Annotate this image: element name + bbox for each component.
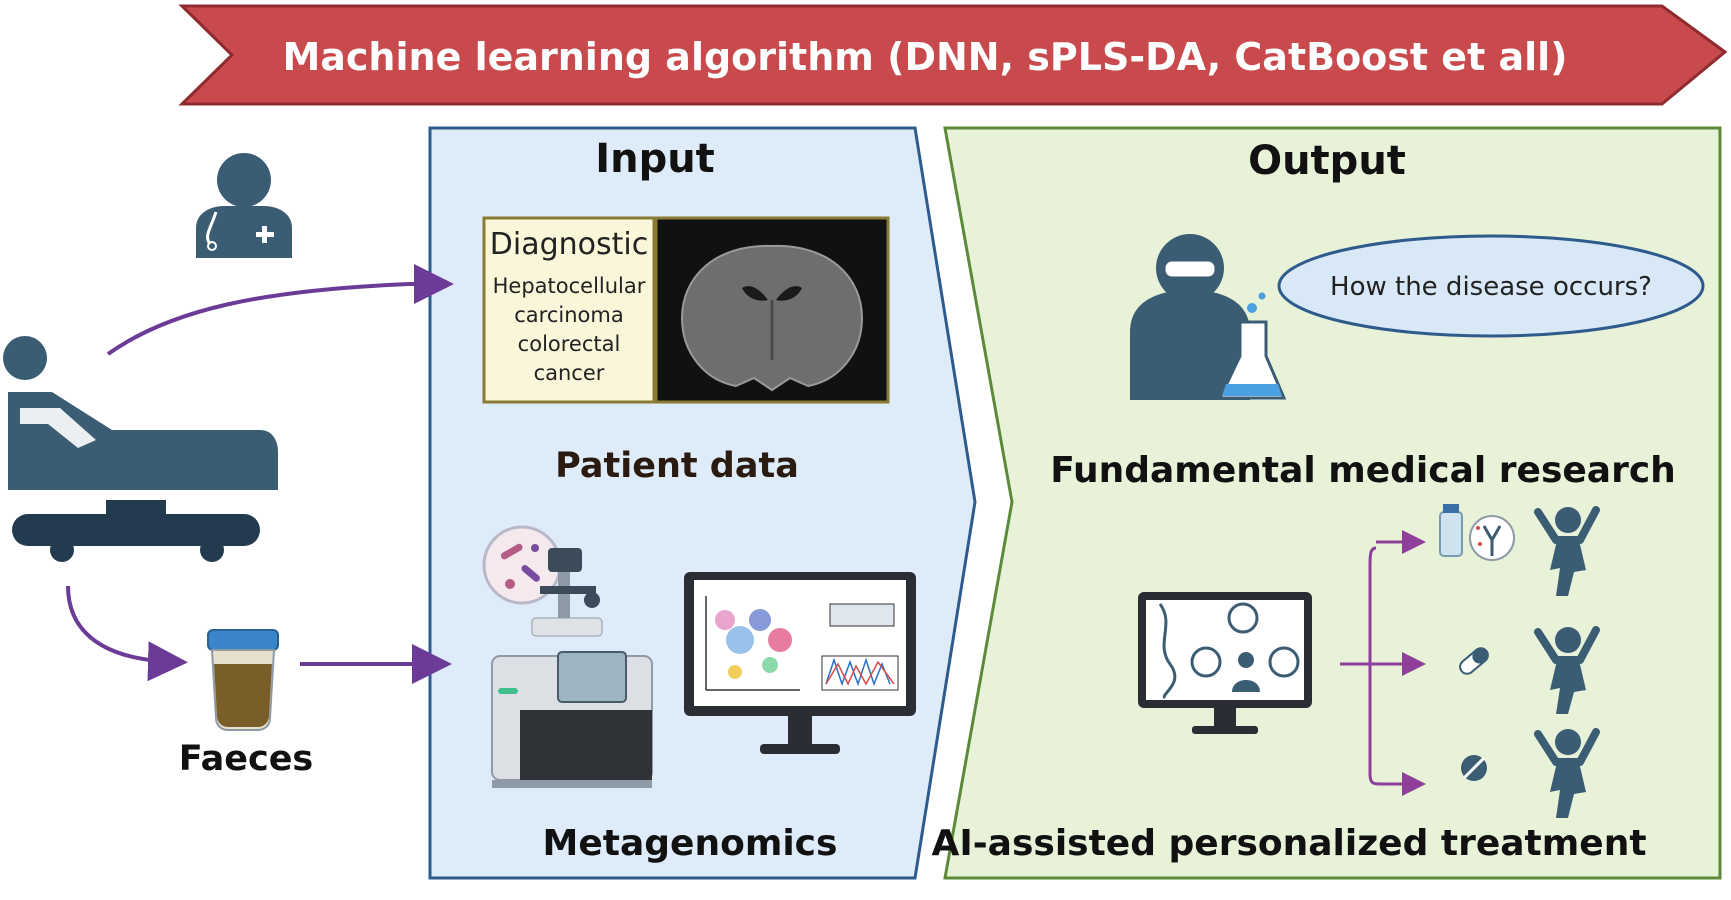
microscope-icon: [482, 525, 603, 637]
happy-person-icon: [1534, 728, 1600, 818]
banner-shape: [178, 4, 1728, 106]
tablet-pill-icon: [1461, 755, 1487, 781]
scientist-icon: [1130, 234, 1287, 400]
brain-ventricle: [776, 286, 802, 301]
banner-title: Machine learning algorithm (DNN, sPLS-DA…: [282, 35, 1567, 79]
diagnostic-title: Diagnostic: [490, 227, 648, 262]
output-panel-shape: [943, 126, 1722, 880]
ai-monitor-icon: [1138, 592, 1312, 734]
research-label: Fundamental medical research: [1050, 450, 1676, 491]
vaccine-antibody-icon: [1439, 504, 1515, 561]
doctor-to-input-arrow: [106, 264, 454, 356]
diagnostic-line: Hepatocellular: [493, 274, 646, 298]
diagnostic-line: cancer: [534, 361, 605, 385]
output-panel: Output How the disease occurs? Fundament…: [931, 126, 1722, 880]
diagnostic-line: colorectal: [518, 332, 621, 356]
patient-bed-icon: [3, 336, 278, 562]
question-text: How the disease occurs?: [1330, 272, 1652, 302]
sequencer-icon: [491, 651, 653, 788]
output-heading: Output: [1248, 138, 1406, 184]
tsne-cluster-dots: [715, 609, 792, 679]
diagnostic-card: [482, 216, 656, 404]
diagnostic-line: carcinoma: [514, 303, 623, 327]
input-panel: Input Diagnostic Hepatocellular carcinom…: [428, 126, 977, 880]
treatment-label: AI-assisted personalized treatment: [931, 823, 1646, 864]
brain-ventricle: [742, 286, 768, 301]
metagenomics-label: Metagenomics: [543, 823, 838, 864]
happy-person-icon: [1534, 506, 1600, 596]
happy-person-icon: [1534, 626, 1600, 714]
input-heading: Input: [595, 136, 715, 182]
capsule-pill-icon: [1459, 647, 1489, 675]
brain-scan-image: [654, 216, 890, 404]
patient-data-label: Patient data: [555, 446, 799, 486]
doctor-icon: [196, 153, 292, 258]
patient-to-faeces-arrow: [66, 585, 188, 682]
question-bubble: [1277, 234, 1705, 338]
faeces-label: Faeces: [179, 739, 314, 779]
diagnostic-box: Diagnostic Hepatocellular carcinoma colo…: [482, 216, 656, 404]
analysis-monitor-icon: [684, 572, 916, 754]
faeces-sample-icon: [207, 629, 279, 731]
treatment-branches: [1340, 530, 1426, 796]
algorithm-banner: Machine learning algorithm (DNN, sPLS-DA…: [178, 4, 1728, 106]
